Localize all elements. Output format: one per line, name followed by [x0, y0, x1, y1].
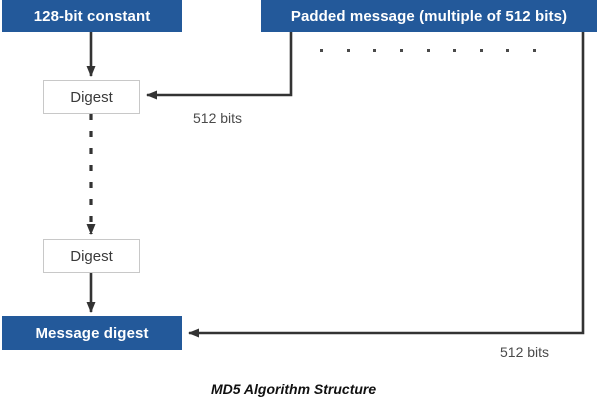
- ellipsis-dot: [399, 48, 403, 52]
- ellipsis-dot: [533, 48, 536, 52]
- ellipsis-dot: [373, 48, 377, 52]
- node-128-bit-constant[interactable]: 128-bit constant: [2, 0, 182, 32]
- node-padded-message-label: Padded message (multiple of 512 bits): [290, 7, 568, 25]
- ellipsis-dot: [320, 48, 323, 52]
- diagram-caption: MD5 Algorithm Structure: [211, 381, 377, 397]
- ellipsis-dot: [453, 48, 457, 52]
- ellipsis-dot: [346, 48, 350, 52]
- node-digest-last[interactable]: Digest: [43, 239, 140, 273]
- node-message-digest-label: Message digest: [35, 324, 149, 342]
- ellipsis-dot: [479, 48, 483, 52]
- node-message-digest[interactable]: Message digest: [2, 316, 182, 350]
- edge-label-first-block-bits: 512 bits: [193, 110, 243, 126]
- node-padded-message[interactable]: Padded message (multiple of 512 bits): [261, 0, 597, 32]
- wire-firstblock-to-digest1: [146, 32, 293, 100]
- node-digest-first-label: Digest: [70, 88, 113, 106]
- node-digest-last-label: Digest: [70, 247, 113, 265]
- wire-lastblock-to-messagedigest: [188, 32, 585, 338]
- edge-label-last-block-bits: 512 bits: [500, 344, 550, 360]
- node-digest-first[interactable]: Digest: [43, 80, 140, 114]
- ellipsis-dot: [506, 48, 510, 52]
- node-128-bit-constant-label: 128-bit constant: [33, 7, 151, 25]
- block-ellipsis-dots: [320, 48, 536, 52]
- ellipsis-dot: [426, 48, 430, 52]
